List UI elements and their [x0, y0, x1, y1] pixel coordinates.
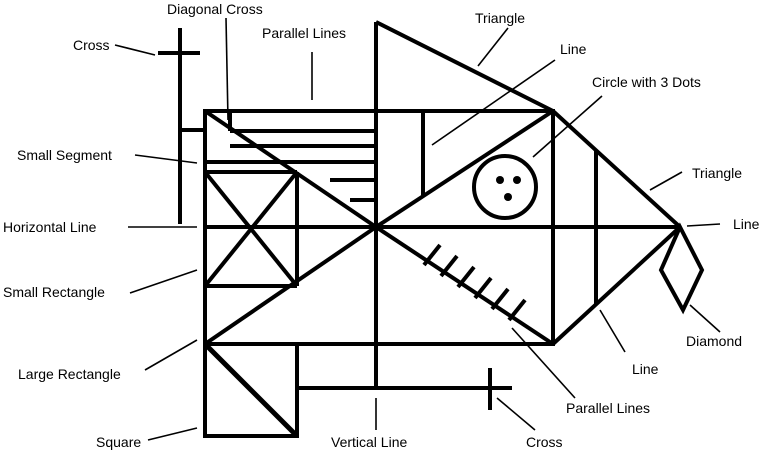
circle-shape — [472, 154, 538, 220]
leader-triangle-top — [477, 27, 509, 67]
hatch-line-4 — [473, 276, 493, 300]
label-line-right: Line — [733, 216, 760, 232]
leader-cross-top — [114, 44, 156, 56]
leader-circle — [532, 95, 603, 158]
label-cross-top: Cross — [73, 37, 110, 53]
leader-small-segment — [134, 154, 198, 164]
labels: Diagonal Cross Triangle Cross Parallel L… — [3, 1, 760, 450]
leader-cross-bottom — [496, 397, 536, 431]
label-triangle-top: Triangle — [475, 10, 525, 26]
rect-diagonal-upper-right — [374, 109, 555, 229]
leader-lines — [114, 17, 721, 441]
leader-diamond — [689, 304, 721, 333]
hatch-line-3 — [456, 265, 476, 289]
label-cross-bottom: Cross — [526, 434, 563, 450]
label-triangle-right: Triangle — [692, 165, 742, 181]
top-triangle-edge — [375, 20, 554, 113]
label-parallel-lines-bottom: Parallel Lines — [566, 400, 650, 416]
circle-dot-2 — [513, 176, 521, 184]
label-parallel-lines-top: Parallel Lines — [262, 25, 346, 41]
label-diagonal-cross: Diagonal Cross — [167, 1, 263, 17]
leader-line-top — [431, 59, 556, 146]
circle-dot-1 — [496, 176, 504, 184]
right-triangle-upper-edge — [551, 109, 682, 229]
leader-parallel-lines-bottom — [511, 327, 576, 399]
circle-dot-3 — [504, 193, 512, 201]
small-rectangle-diagonal-2 — [203, 170, 299, 288]
label-circle-with-3-dots: Circle with 3 Dots — [592, 74, 701, 90]
leader-square — [147, 427, 198, 441]
leader-small-rectangle — [129, 269, 198, 294]
diamond-shape — [658, 222, 705, 315]
hatch-line-6 — [507, 298, 527, 322]
figure-shapes — [158, 20, 705, 438]
rect-diagonal-lower-right — [374, 225, 555, 346]
label-square: Square — [96, 434, 141, 450]
leader-diagonal-cross — [225, 17, 229, 121]
label-horizontal-line: Horizontal Line — [3, 219, 97, 235]
label-line-top: Line — [560, 41, 587, 57]
square-diagonal — [203, 342, 299, 438]
hatch-line-1 — [422, 243, 442, 267]
leader-large-rectangle — [144, 339, 198, 371]
label-small-segment: Small Segment — [17, 147, 112, 163]
label-vertical-line: Vertical Line — [331, 434, 407, 450]
leader-line-right — [686, 223, 721, 227]
hatch-line-5 — [490, 287, 510, 311]
label-line-bottom-right: Line — [632, 361, 659, 377]
leader-triangle-right — [649, 171, 683, 191]
leader-line-bottom-right — [599, 309, 626, 353]
label-large-rectangle: Large Rectangle — [18, 366, 121, 382]
hatch-line-2 — [439, 254, 459, 278]
right-triangle-lower-edge — [551, 225, 682, 346]
label-diamond: Diamond — [686, 333, 742, 349]
label-small-rectangle: Small Rectangle — [3, 284, 105, 300]
